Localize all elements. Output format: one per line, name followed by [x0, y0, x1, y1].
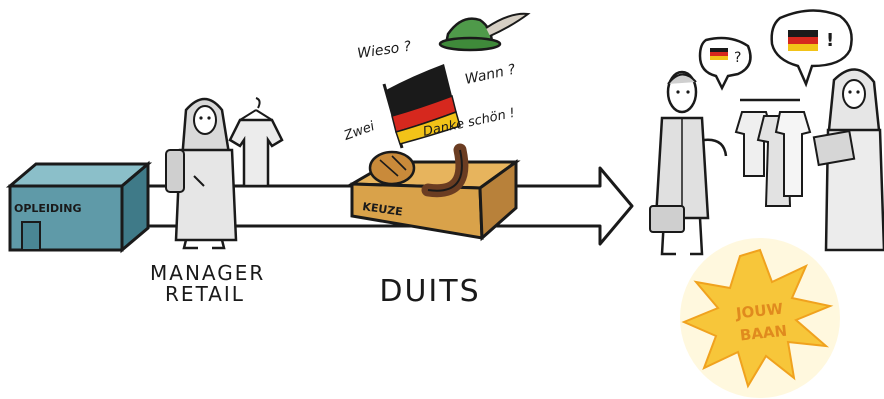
customer-question-mark: ?	[734, 50, 741, 66]
employee-exclamation-mark: !	[826, 30, 834, 51]
customer-figure	[650, 72, 726, 254]
manager-retail-caption: MANAGER RETAIL	[150, 263, 260, 305]
word-wann: Wann ?	[464, 61, 518, 87]
building-label: OPLEIDING	[14, 202, 82, 215]
word-zwei: Zwei	[341, 119, 377, 144]
word-wieso: Wieso ?	[356, 39, 412, 62]
employee-speech-bubble: !	[772, 10, 852, 84]
german-flag	[384, 64, 460, 148]
employee-figure	[814, 69, 884, 250]
caption-line-retail: RETAIL	[150, 284, 260, 305]
tyrolean-hat	[440, 14, 528, 50]
tablet-icon	[814, 131, 854, 165]
customer-speech-bubble: ?	[700, 38, 750, 88]
briefcase-icon	[650, 206, 684, 232]
clothing-rack	[736, 100, 810, 206]
jouw-baan-burst: JOUW BAAN	[680, 238, 840, 398]
opleiding-building: OPLEIDING	[10, 164, 148, 250]
duits-caption: DUITS	[370, 276, 490, 308]
caption-line-manager: MANAGER	[150, 263, 260, 284]
